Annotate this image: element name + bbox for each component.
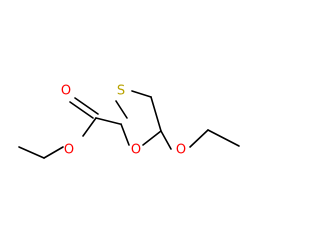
bond-ester-ch2-ch3 xyxy=(18,146,45,159)
atom-labels: S O O O O xyxy=(61,84,186,158)
bond-c2-s xyxy=(115,100,128,119)
sulfur-atom: S xyxy=(117,84,125,99)
bond-c2-carbonyl-c xyxy=(95,117,121,125)
bond-c4-c5 xyxy=(150,96,162,132)
bond-carbonyl-double-a xyxy=(69,101,94,119)
ethoxy-oxygen-atom: O xyxy=(176,143,186,158)
bond-carbonyl-double-b xyxy=(74,97,99,115)
bond-c5-ethoxy-o xyxy=(160,130,172,150)
structural-formula: S O O O O xyxy=(18,84,240,159)
ester-oxygen-atom: O xyxy=(64,143,74,158)
bond-o1-c2 xyxy=(120,123,130,146)
bond-ethoxy-o-ch2 xyxy=(189,129,209,148)
bond-c5-o1 xyxy=(142,130,162,146)
bond-carbonyl-c-ester-o xyxy=(82,117,97,137)
ring-oxygen-atom: O xyxy=(131,143,141,158)
bond-ester-o-ch2 xyxy=(43,146,64,159)
bond-ethoxy-ch2-ch3 xyxy=(207,129,240,147)
bond-s-c4 xyxy=(131,90,152,98)
bonds xyxy=(18,90,240,159)
carbonyl-oxygen-atom: O xyxy=(61,84,71,99)
